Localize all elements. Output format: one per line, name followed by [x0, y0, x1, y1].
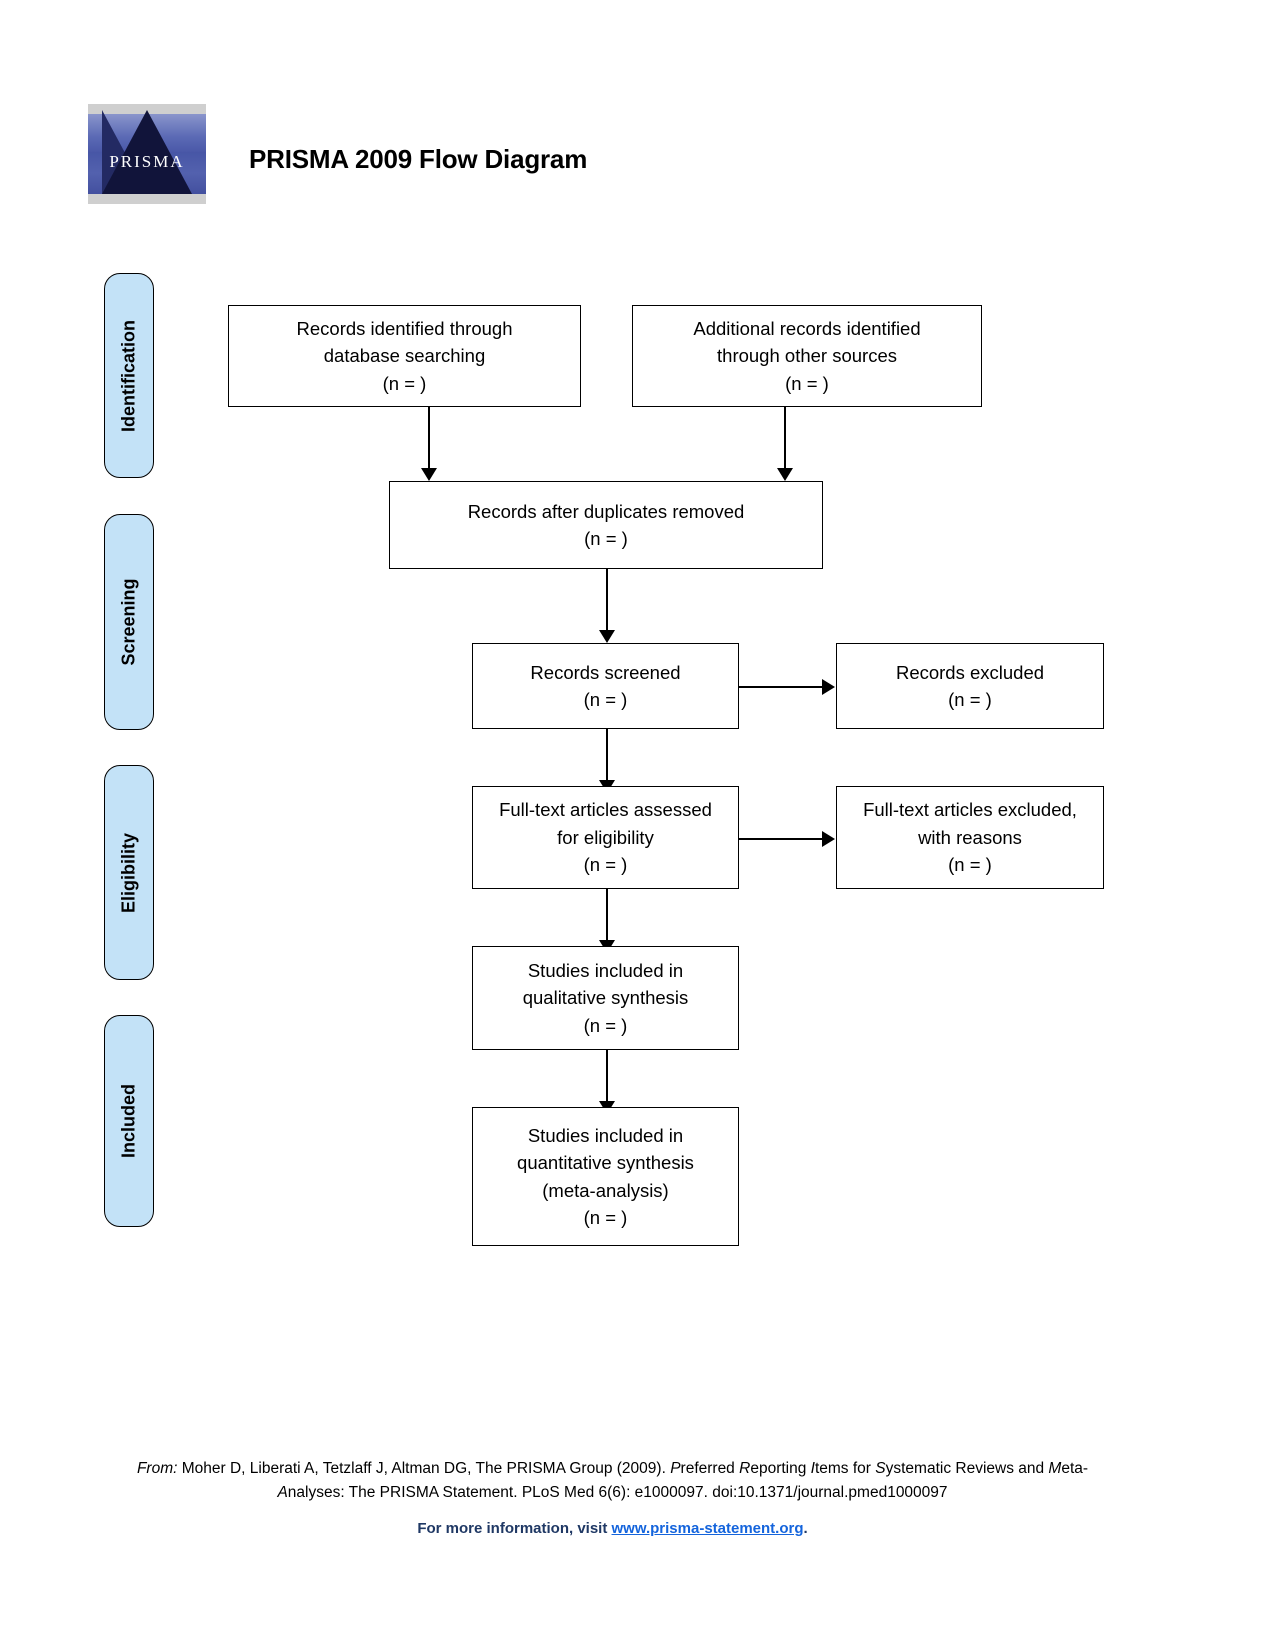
box-line: quantitative synthesis: [517, 1152, 694, 1174]
footer-word-tems: tems for: [814, 1460, 876, 1477]
box-line: (n = ): [583, 689, 628, 710]
footer-word-ystematic: ystematic Reviews and: [885, 1460, 1049, 1477]
box-line: Records after duplicates removed: [467, 500, 745, 522]
box-records-after-duplicates-removed: Records after duplicates removed (n = ): [389, 481, 823, 569]
box-additional-records-other-sources: Additional records identified through ot…: [632, 305, 982, 407]
box-line: (n = ): [785, 372, 829, 394]
stage-label-eligibility-text: Eligibility: [118, 832, 139, 913]
footer-italic-r: R: [739, 1460, 751, 1477]
box-quantitative-synthesis: Studies included in quantitative synthes…: [472, 1107, 739, 1246]
footer-info-suffix: .: [803, 1520, 808, 1537]
box-line: qualitative synthesis: [522, 987, 689, 1009]
arrowhead-screened-to-excluded: [822, 679, 835, 695]
stage-label-eligibility: Eligibility: [104, 765, 154, 980]
logo-wordmark: PRISMA: [109, 152, 185, 171]
box-line: for eligibility: [557, 826, 654, 848]
arrowhead-db-to-duplicates: [421, 468, 437, 481]
stage-label-included-text: Included: [118, 1083, 139, 1159]
connector-fulltext-to-qualitative: [606, 889, 608, 941]
box-line: (n = ): [583, 1014, 628, 1036]
box-line: Studies included in: [527, 959, 684, 981]
box-line: (n = ): [583, 1206, 628, 1228]
box-fulltext-excluded: Full-text articles excluded, with reason…: [836, 786, 1104, 889]
connector-qualitative-to-quantitative: [606, 1050, 608, 1102]
page-title: PRISMA 2009 Flow Diagram: [249, 144, 588, 174]
box-line: through other sources: [717, 345, 897, 367]
footer-word-referred: referred: [680, 1460, 740, 1477]
logo-pyramid-icon: [102, 110, 192, 194]
box-qualitative-synthesis: Studies included in qualitative synthesi…: [472, 946, 739, 1050]
box-records-identified-database: Records identified through database sear…: [228, 305, 581, 407]
arrowhead-duplicates-to-screened: [599, 630, 615, 643]
footer-italic-p: P: [670, 1460, 681, 1477]
box-line: Records excluded: [895, 661, 1045, 683]
box-line: Records screened: [530, 661, 681, 683]
footer-italic-i: I: [810, 1460, 815, 1477]
box-line: Studies included in: [527, 1124, 684, 1146]
footer-word-eporting: eporting: [750, 1460, 811, 1477]
footer-citation-authors: Moher D, Liberati A, Tetzlaff J, Altman …: [177, 1460, 671, 1477]
connector-duplicates-to-screened: [606, 569, 608, 631]
footer-word-eta: eta-: [1061, 1460, 1089, 1477]
stage-label-identification-text: Identification: [118, 319, 139, 432]
footer-citation: From: Moher D, Liberati A, Tetzlaff J, A…: [110, 1457, 1115, 1505]
box-line: (n = ): [584, 528, 628, 549]
prisma-logo: PRISMA: [88, 104, 206, 204]
footer-more-info: For more information, visit www.prisma-s…: [110, 1520, 1115, 1537]
box-line: Full-text articles assessed: [499, 799, 712, 821]
box-line: (n = ): [583, 854, 628, 876]
box-line: Full-text articles excluded,: [863, 799, 1077, 821]
footer-italic-a: A: [277, 1484, 288, 1502]
stage-label-screening: Screening: [104, 514, 154, 730]
box-records-screened: Records screened (n = ): [472, 643, 739, 729]
arrowhead-fulltext-to-excluded: [822, 831, 835, 847]
box-line: Records identified through: [296, 317, 513, 339]
box-line: Additional records identified: [693, 317, 921, 339]
box-line: with reasons: [918, 826, 1022, 848]
box-line: (n = ): [948, 854, 992, 876]
prisma-statement-link[interactable]: www.prisma-statement.org: [611, 1520, 804, 1537]
box-line: (n = ): [382, 372, 427, 394]
stage-label-included: Included: [104, 1015, 154, 1227]
box-records-excluded: Records excluded (n = ): [836, 643, 1104, 729]
footer-info-prefix: For more information, visit: [417, 1520, 612, 1537]
box-line: (meta-analysis): [542, 1179, 669, 1201]
stage-label-screening-text: Screening: [118, 578, 139, 666]
box-line: (n = ): [948, 689, 992, 710]
footer-italic-m: M: [1048, 1460, 1062, 1477]
box-fulltext-assessed: Full-text articles assessed for eligibil…: [472, 786, 739, 889]
box-line: database searching: [323, 345, 486, 367]
stage-label-identification: Identification: [104, 273, 154, 478]
footer-from-label: From:: [136, 1460, 178, 1477]
footer-citation-rest: nalyses: The PRISMA Statement. PLoS Med …: [287, 1484, 948, 1502]
arrowhead-other-to-duplicates: [777, 468, 793, 481]
connector-other-to-duplicates: [784, 407, 786, 469]
footer-italic-s: S: [875, 1460, 886, 1477]
connector-screened-to-excluded: [739, 686, 823, 688]
connector-fulltext-to-excluded: [739, 838, 823, 840]
connector-db-to-duplicates: [428, 407, 430, 469]
connector-screened-to-fulltext: [606, 729, 608, 781]
